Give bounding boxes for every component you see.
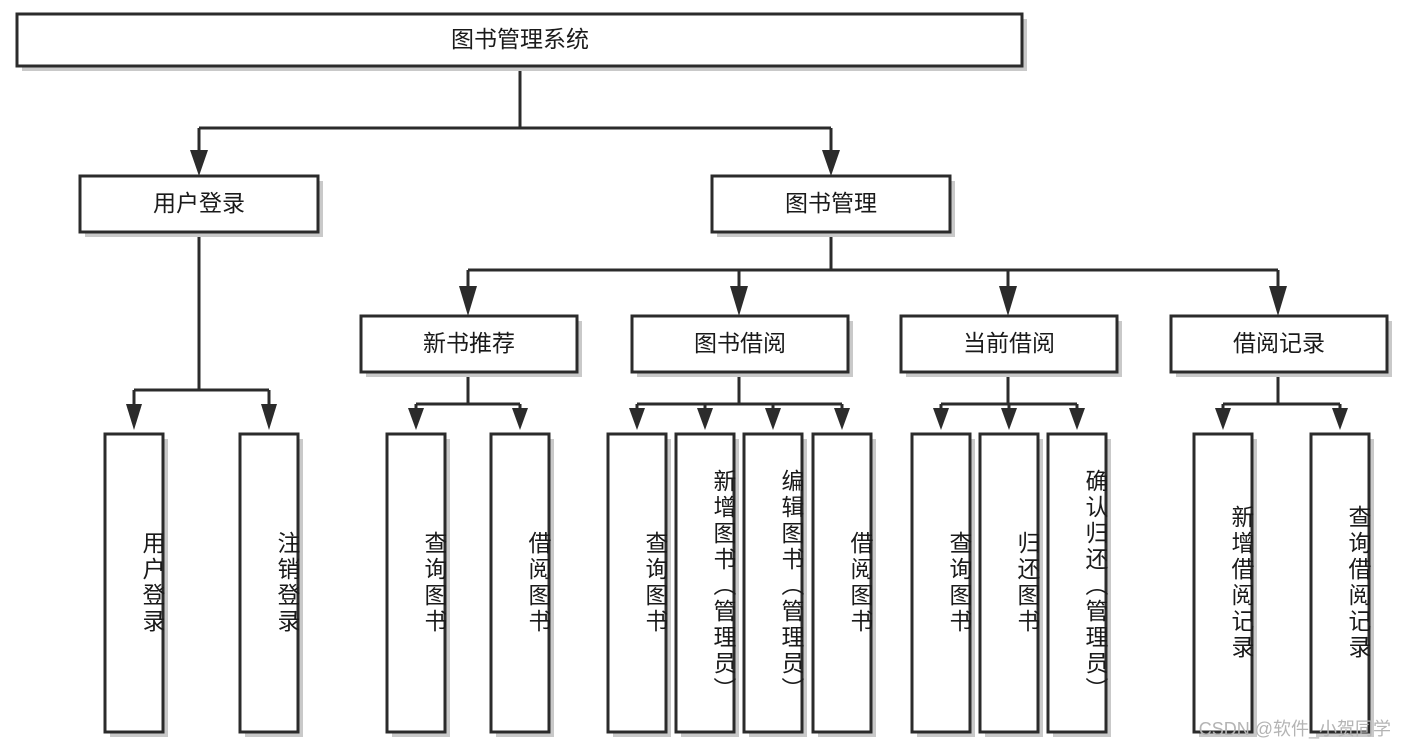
arrowhead-new-book-recommend: [459, 286, 477, 316]
root-box[interactable]: [15, 12, 1024, 68]
arrowhead-current-borrow: [999, 286, 1017, 316]
leaf-query-book-2-box[interactable]: [606, 432, 668, 734]
leaf-user-login-box[interactable]: [103, 432, 165, 734]
arrowhead-borrow-record: [1269, 286, 1287, 316]
user-login-label: 用户登录: [153, 190, 245, 216]
user-login-box[interactable]: [78, 174, 320, 234]
book-manage-label: 图书管理: [785, 190, 877, 216]
book-borrow-label: 图书借阅: [694, 330, 786, 356]
leaf-confirm-return-box[interactable]: [1046, 432, 1108, 734]
arrowhead-leaf-logout-login: [261, 404, 277, 430]
arrowhead-leaf-query-record: [1332, 408, 1348, 430]
leaf-borrow-book-1-box[interactable]: [489, 432, 551, 734]
new-book-recommend-label: 新书推荐: [423, 330, 515, 356]
arrowhead-leaf-add-book: [697, 408, 713, 430]
arrowhead-book-manage: [822, 150, 840, 176]
leaf-query-book-1-box[interactable]: [385, 432, 447, 734]
root-label: 图书管理系统: [451, 26, 589, 52]
current-borrow-box[interactable]: [899, 314, 1119, 374]
new-book-recommend-box[interactable]: [359, 314, 579, 374]
leaf-borrow-book-2-box[interactable]: [811, 432, 873, 734]
book-manage-box[interactable]: [710, 174, 952, 234]
leaf-edit-book-box[interactable]: [742, 432, 804, 734]
arrowhead-book-borrow: [730, 286, 748, 316]
arrowhead-leaf-query-book-2: [629, 408, 645, 430]
arrowhead-leaf-confirm-return: [1069, 408, 1085, 430]
arrowhead-leaf-user-login: [126, 404, 142, 430]
leaf-add-book-box[interactable]: [674, 432, 736, 734]
borrow-record-label: 借阅记录: [1233, 330, 1325, 356]
arrowhead-leaf-borrow-book-2: [834, 408, 850, 430]
borrow-record-box[interactable]: [1169, 314, 1389, 374]
book-borrow-box[interactable]: [630, 314, 850, 374]
connector-layer: [126, 66, 1348, 430]
box-layer: [15, 12, 1392, 737]
leaf-add-record-box[interactable]: [1192, 432, 1254, 734]
arrowhead-leaf-return-book: [1001, 408, 1017, 430]
arrowhead-leaf-query-book-3: [933, 408, 949, 430]
current-borrow-label: 当前借阅: [963, 330, 1055, 356]
arrowhead-leaf-edit-book: [765, 408, 781, 430]
arrowhead-leaf-query-book-1: [408, 408, 424, 430]
leaf-return-book-box[interactable]: [978, 432, 1040, 734]
leaf-query-book-3-box[interactable]: [910, 432, 972, 734]
label-layer: 图书管理系统 用户登录 图书管理 新书推荐 图书借阅 当前借阅 借阅记录: [153, 26, 1325, 356]
arrowhead-leaf-add-record: [1215, 408, 1231, 430]
arrowhead-user-login: [190, 150, 208, 176]
arrowhead-leaf-borrow-book-1: [512, 408, 528, 430]
leaf-query-record-box[interactable]: [1309, 432, 1371, 734]
leaf-logout-login-box[interactable]: [238, 432, 300, 734]
